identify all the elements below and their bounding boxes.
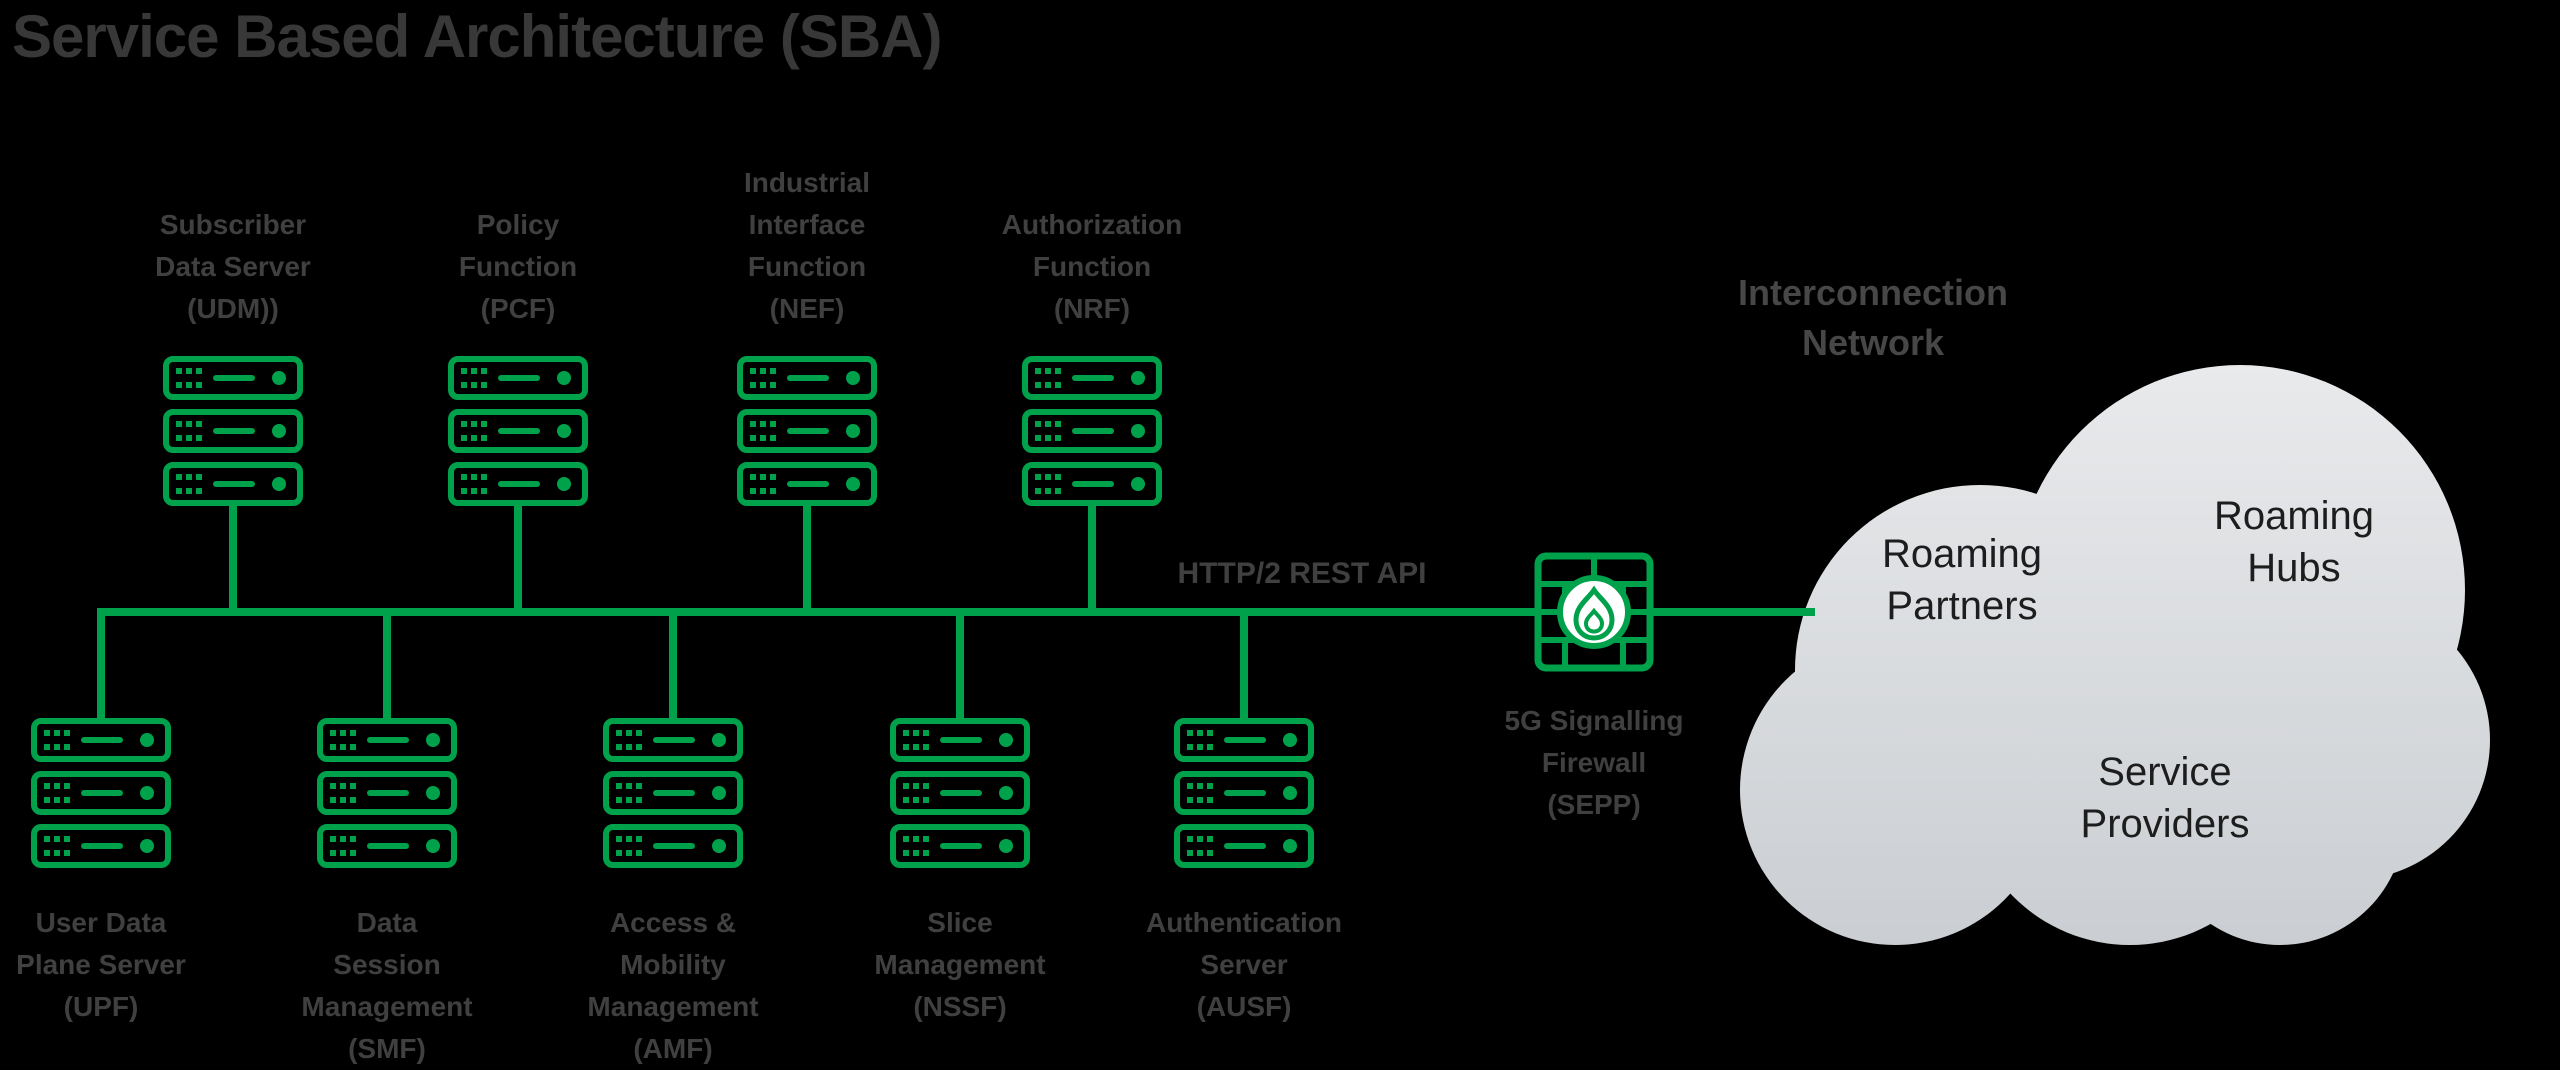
firewall-svg bbox=[1534, 552, 1654, 672]
server-icon bbox=[317, 718, 457, 868]
connector-nssf bbox=[956, 608, 964, 718]
node-label-nrf: Authorization Function (NRF) bbox=[1001, 209, 1183, 324]
node-label-smf: Data Session Management (SMF) bbox=[301, 907, 473, 1064]
node-label-pcf: Policy Function (PCF) bbox=[458, 209, 578, 324]
server-stack-smf bbox=[317, 718, 457, 868]
connector-ausf bbox=[1240, 608, 1248, 718]
connector-pcf bbox=[514, 506, 522, 616]
server-icon bbox=[1174, 718, 1314, 868]
connector-smf bbox=[383, 608, 391, 718]
cloud-label-roaming-partners: Roaming Partners bbox=[1881, 532, 2043, 628]
server-icon bbox=[890, 718, 1030, 868]
cloud-label-roaming-hubs: Roaming Hubs bbox=[2213, 494, 2375, 590]
connector-udm bbox=[229, 506, 237, 616]
node-label-udm: Subscriber Data Server (UDM)) bbox=[155, 209, 311, 324]
firewall-icon bbox=[1534, 552, 1654, 672]
server-stack-pcf bbox=[448, 356, 588, 506]
server-stack-nssf bbox=[890, 718, 1030, 868]
node-label-ausf: Authentication Server (AUSF) bbox=[1146, 907, 1342, 1022]
cloud-label-service-providers: Service Providers bbox=[2080, 750, 2250, 846]
bus-label: HTTP/2 REST API bbox=[1177, 557, 1427, 590]
node-label-amf: Access & Mobility Management (AMF) bbox=[587, 907, 759, 1064]
connector-nef bbox=[803, 506, 811, 616]
server-stack-ausf bbox=[1174, 718, 1314, 868]
server-icon bbox=[603, 718, 743, 868]
server-stack-upf bbox=[31, 718, 171, 868]
connector-upf bbox=[97, 608, 105, 718]
connector-nrf bbox=[1088, 506, 1096, 616]
server-icon bbox=[1022, 356, 1162, 506]
server-icon bbox=[448, 356, 588, 506]
cloud-shape bbox=[1740, 365, 2490, 945]
cloud-title: Interconnection Network bbox=[1737, 272, 2009, 363]
node-label-nssf: Slice Management (NSSF) bbox=[874, 907, 1046, 1022]
connector-amf bbox=[669, 608, 677, 718]
server-icon bbox=[31, 718, 171, 868]
server-icon bbox=[737, 356, 877, 506]
server-icon bbox=[163, 356, 303, 506]
server-stack-amf bbox=[603, 718, 743, 868]
firewall-label: 5G Signalling Firewall (SEPP) bbox=[1504, 705, 1684, 820]
page-title: Service Based Architecture (SBA) bbox=[12, 3, 942, 70]
node-label-upf: User Data Plane Server (UPF) bbox=[16, 907, 186, 1022]
server-stack-nef bbox=[737, 356, 877, 506]
node-label-nef: Industrial Interface Function (NEF) bbox=[743, 167, 870, 324]
server-stack-nrf bbox=[1022, 356, 1162, 506]
server-stack-udm bbox=[163, 356, 303, 506]
